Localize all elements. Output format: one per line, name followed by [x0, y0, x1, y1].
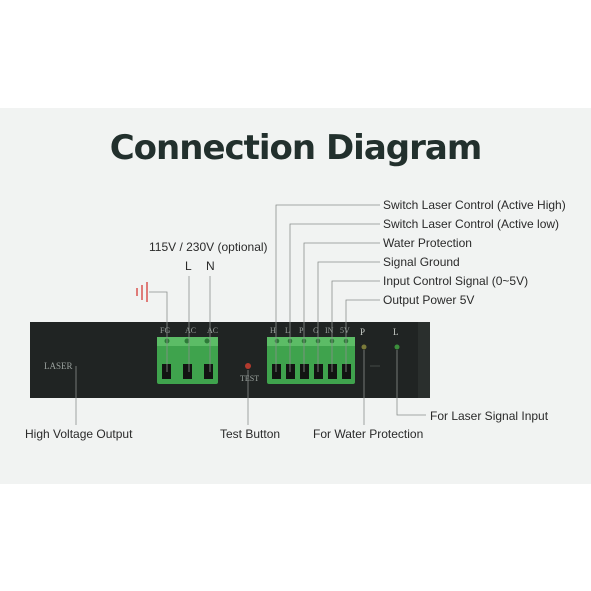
terminal-label-h: H: [270, 326, 276, 335]
terminal-label-fg: FG: [160, 326, 171, 335]
water-protection-led: [361, 344, 367, 350]
test-label: TEST: [240, 374, 260, 383]
power-terminal-block: [157, 337, 218, 384]
diagram-title: Connection Diagram: [109, 128, 483, 168]
terminal-label-l: L: [285, 326, 290, 335]
terminal-label-ac-2: AC: [207, 326, 219, 335]
indicator-label-p: P: [360, 327, 366, 337]
power-input-label: 115V / 230V (optional): [149, 240, 268, 254]
callout-laser-signal: For Laser Signal Input: [430, 409, 549, 423]
diagram-panel: [0, 108, 591, 484]
terminal-label-g: G: [313, 326, 319, 335]
terminal-slot-p: [300, 364, 309, 379]
signal-label-input-control: Input Control Signal (0~5V): [383, 274, 529, 288]
signal-label-active-low: Switch Laser Control (Active low): [383, 217, 560, 231]
terminal-slot-in: [328, 364, 337, 379]
test-button: [245, 363, 251, 369]
terminal-slot-g: [314, 364, 323, 379]
laser-signal-led: [394, 344, 400, 350]
callout-test-button: Test Button: [220, 427, 281, 441]
terminal-label-in: IN: [325, 326, 334, 335]
terminal-label-5v: 5V: [340, 326, 350, 335]
device-brand-label: LASER: [44, 361, 73, 371]
signal-label-active-high: Switch Laser Control (Active High): [383, 198, 566, 212]
callout-high-voltage: High Voltage Output: [25, 427, 133, 441]
laser-power-supply-body: [30, 322, 430, 398]
neutral-label: N: [206, 259, 215, 273]
terminal-slot-low: [286, 364, 295, 379]
signal-label-output-power: Output Power 5V: [383, 293, 475, 307]
terminal-slot-5v: [342, 364, 351, 379]
control-terminal-block: [267, 337, 355, 384]
line-label: L: [185, 259, 192, 273]
ground-icon: [136, 282, 148, 302]
terminal-slot-h: [272, 364, 281, 379]
signal-label-ground: Signal Ground: [383, 255, 460, 269]
terminal-slot-fg: [162, 364, 171, 379]
signal-label-water-protection: Water Protection: [383, 236, 472, 250]
device-side-edge: [418, 322, 430, 398]
terminal-slot-l: [183, 364, 192, 379]
terminal-label-p: P: [299, 326, 304, 335]
indicator-label-l: L: [393, 327, 399, 337]
leader-lines: [75, 204, 426, 425]
terminal-slot-n: [204, 364, 213, 379]
callout-water-protection: For Water Protection: [313, 427, 424, 441]
terminal-label-ac-1: AC: [185, 326, 197, 335]
